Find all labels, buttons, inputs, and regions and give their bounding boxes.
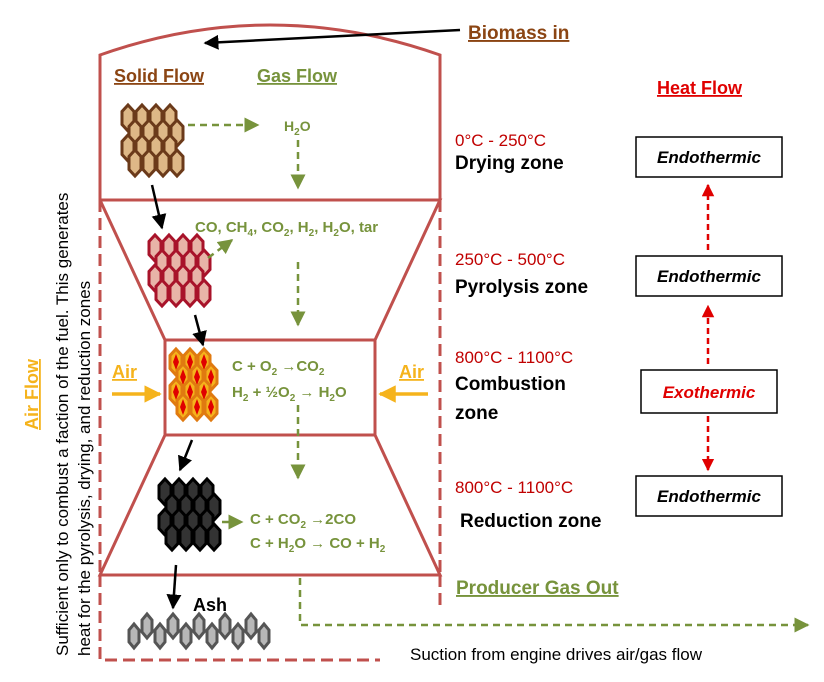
solid-arrow-3 [178, 439, 194, 472]
pyrolysis-particle [154, 277, 170, 309]
air-flow-label: Air Flow [22, 358, 42, 430]
flame-core [180, 399, 186, 415]
ash-particle [231, 621, 245, 651]
biomass-particle [127, 147, 143, 179]
heat-box-drying [635, 136, 783, 178]
zone-temp-reduction: 800°C - 1100°C [455, 478, 573, 497]
reduction-reaction-2: C + H2O → CO + H2 [250, 535, 386, 555]
producer-gas-out-label: Producer Gas Out [456, 578, 619, 599]
pyrolysis-left-wall [98, 199, 167, 341]
drying-gas-formula: H2O [284, 118, 311, 138]
zone-name-combustion-2: zone [455, 403, 498, 424]
gas-arrow-pyrolysis-up [207, 239, 234, 259]
solid-flow-arrows [150, 28, 461, 610]
heat-label-drying: Endothermic [657, 148, 761, 167]
biomass-particle [169, 147, 185, 179]
char-particle [192, 521, 208, 553]
heat-label-combustion: Exothermic [663, 383, 756, 402]
biomass-particle [141, 147, 157, 179]
drying-chamber-outline [98, 23, 442, 202]
zone-name-combustion: Combustion [455, 374, 566, 395]
ash-particle [153, 621, 167, 651]
ash-particles [127, 611, 271, 651]
heat-boxes [635, 136, 783, 517]
air-label-left: Air [112, 362, 137, 382]
pyrolysis-particle [168, 277, 184, 309]
pyrolysis-gas-formula: CO, CH4, CO2, H2, H2O, tar [195, 219, 378, 239]
zone-name-pyrolysis: Pyrolysis zone [455, 277, 588, 298]
ash-particle [127, 621, 141, 651]
flame-core [194, 399, 200, 415]
suction-note: Suction from engine drives air/gas flow [410, 645, 703, 664]
ash-particle [257, 621, 271, 651]
gas-flow-arrows [188, 117, 810, 633]
producer-gas-outlet [298, 578, 810, 633]
solid-arrow-1 [150, 184, 167, 230]
fuel-pyrolysis [147, 232, 212, 309]
zone-name-drying: Drying zone [455, 153, 564, 174]
ash-particle [192, 611, 206, 641]
ash-label: Ash [193, 595, 227, 615]
heat-box-pyrolysis [635, 255, 783, 297]
char-particle [164, 521, 180, 553]
flame-core [173, 384, 179, 400]
flame-core [201, 384, 207, 400]
flame-core [173, 354, 179, 370]
solid-flow-label: Solid Flow [114, 66, 205, 86]
zone-name-reduction: Reduction zone [460, 511, 601, 532]
heat-flow-label: Heat Flow [657, 78, 743, 98]
biomass-in-arrow [203, 28, 461, 50]
char-particle [206, 521, 222, 553]
zone-temp-combustion: 800°C - 1100°C [455, 348, 573, 367]
ash-particle [140, 611, 154, 641]
biomass-in-label: Biomass in [468, 23, 569, 44]
ash-particle [218, 611, 232, 641]
reduction-chamber-outline [97, 433, 443, 577]
fuel-drying [120, 102, 185, 179]
fuel-combustion [168, 346, 219, 423]
heat-label-reduction: Endothermic [657, 487, 761, 506]
zone-temp-drying: 0°C - 250°C [455, 131, 546, 150]
char-particle [178, 521, 194, 553]
flame-core [201, 354, 207, 370]
flame-core [180, 369, 186, 385]
side-note-line2: heat for the pyrolysis, drying, and redu… [75, 281, 94, 656]
flame-core [187, 354, 193, 370]
heat-label-pyrolysis: Endothermic [657, 267, 761, 286]
flame-core [208, 369, 214, 385]
gasifier-body [97, 23, 443, 662]
solid-arrow-2 [192, 314, 207, 347]
combustion-reaction-2: H2 + ½O2 → H2O [232, 384, 347, 404]
ash-particle [205, 621, 219, 651]
air-label-right: Air [399, 362, 424, 382]
reduction-reaction-1: C + CO2 →2CO [250, 511, 356, 531]
heat-box-reduction [635, 475, 783, 517]
pyrolysis-particle [196, 277, 212, 309]
ash-particle [166, 611, 180, 641]
ash-pit-outline [98, 575, 442, 662]
side-note-line1: Sufficient only to combust a faction of … [53, 193, 72, 656]
heat-box-combustion [640, 369, 778, 414]
biomass-particle [155, 147, 171, 179]
gas-flow-label: Gas Flow [257, 66, 338, 86]
ash-particle [244, 611, 258, 641]
flame-core [208, 399, 214, 415]
zone-temp-pyrolysis: 250°C - 500°C [455, 250, 565, 269]
pyrolysis-particle [182, 277, 198, 309]
combustion-reaction-1: C + O2 →CO2 [232, 358, 325, 378]
flame-core [194, 369, 200, 385]
flame-core [187, 384, 193, 400]
ash-particle [179, 621, 193, 651]
fuel-reduction [157, 476, 222, 553]
solid-arrow-4 [166, 564, 182, 610]
